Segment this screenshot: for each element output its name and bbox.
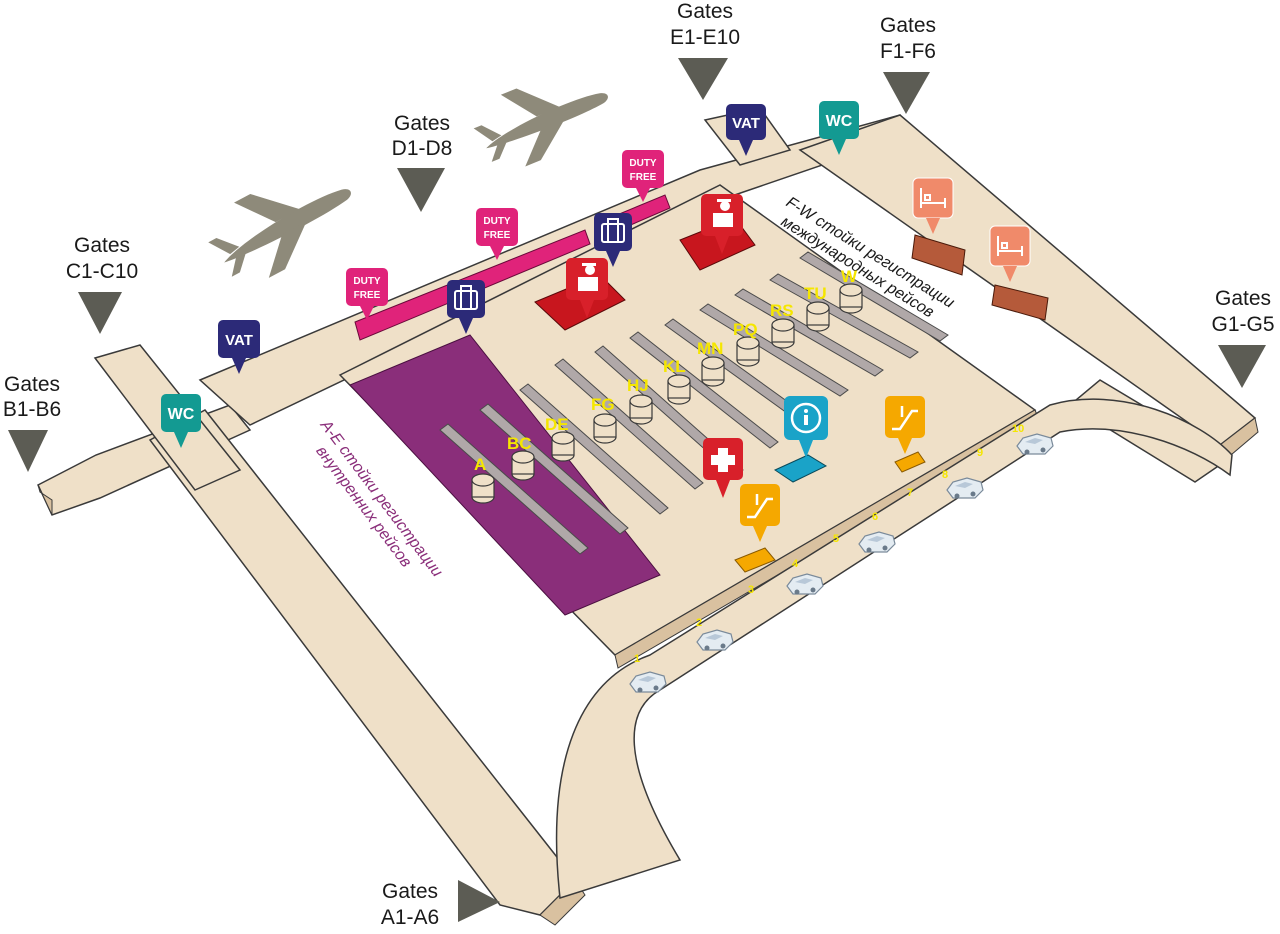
duty-free-marker[interactable]: DUTY FREE	[346, 268, 388, 320]
door-label-2: 2	[696, 617, 702, 629]
door-label-5: 5	[833, 533, 839, 545]
door-label-3: 3	[748, 584, 754, 596]
immigration-officer-icon	[713, 199, 733, 227]
duty-free-line1: DUTY	[629, 158, 657, 169]
counter-kiosks	[471, 283, 863, 504]
gate-g-line1: Gates	[1215, 287, 1271, 310]
gate-a-line1: Gates	[382, 880, 438, 903]
counter-label-rs: RS	[770, 301, 794, 320]
door-label-6: 6	[872, 511, 878, 523]
gate-g-line2: G1-G5	[1211, 313, 1274, 336]
escalator-marker[interactable]	[740, 484, 780, 542]
counter-label-hj: HJ	[627, 376, 649, 395]
gate-label-a: Gates A1-A6	[381, 880, 500, 929]
gate-e-line1: Gates	[677, 0, 733, 23]
door-label-4: 4	[792, 558, 799, 570]
counter-labels: A BC DE FG HJ KL MN PQ RS TU W	[474, 267, 858, 474]
luggage-marker[interactable]	[594, 213, 632, 267]
gate-d-line1: Gates	[394, 112, 450, 135]
gate-b-line2: B1-B6	[3, 398, 61, 421]
airplane-icon	[465, 57, 621, 180]
gate-label-b: Gates B1-B6	[3, 373, 61, 472]
duty-free-line2: FREE	[484, 230, 511, 241]
gate-label-g: Gates G1-G5	[1211, 287, 1275, 388]
counter-label-bc: BC	[507, 434, 532, 453]
gate-label-d: Gates D1-D8	[392, 112, 453, 212]
hotel-marker[interactable]	[912, 177, 954, 234]
bed-icon	[920, 188, 946, 208]
gate-c-line2: C1-C10	[66, 260, 138, 283]
duty-free-line2: FREE	[630, 172, 657, 183]
counter-label-mn: MN	[697, 339, 723, 358]
gate-f-line1: Gates	[880, 14, 936, 37]
wc-marker[interactable]: WC	[161, 394, 201, 448]
duty-free-marker[interactable]: DUTY FREE	[476, 208, 518, 260]
escalator-marker[interactable]	[885, 396, 925, 454]
facility-markers: VAT VAT WC WC DUTY FREE DUTY	[161, 101, 1031, 542]
wc-label: WC	[168, 406, 195, 423]
immigration-marker[interactable]	[566, 258, 608, 318]
gate-labels: Gates A1-A6 Gates B1-B6 Gates C1-C10 Gat…	[3, 0, 1275, 929]
door-label-10: 10	[1012, 423, 1024, 435]
escalator-icon	[892, 406, 918, 431]
door-label-7: 7	[907, 487, 913, 499]
gate-d-line2: D1-D8	[392, 137, 453, 160]
access-road	[555, 398, 1233, 899]
first-aid-cross-icon	[711, 448, 735, 472]
check-in-desks	[439, 251, 949, 555]
gate-label-e: Gates E1-E10	[670, 0, 740, 100]
counter-label-kl: KL	[663, 357, 686, 376]
counter-label-fg: FG	[591, 395, 615, 414]
vat-label: VAT	[732, 115, 760, 132]
vat-label: VAT	[225, 332, 253, 349]
duty-free-line1: DUTY	[353, 276, 381, 287]
counter-label-w: W	[841, 267, 858, 286]
information-desk	[773, 454, 828, 483]
escalator-icon	[747, 494, 773, 519]
immigration-officer-icon	[578, 263, 598, 291]
gate-f-line2: F1-F6	[880, 40, 936, 63]
wc-label: WC	[826, 113, 853, 130]
duty-free-line1: DUTY	[483, 216, 511, 227]
vat-marker[interactable]: VAT	[726, 104, 766, 156]
luggage-marker[interactable]	[447, 280, 485, 334]
gate-a-line2: A1-A6	[381, 906, 439, 929]
information-marker[interactable]	[784, 396, 828, 458]
door-label-8: 8	[942, 469, 948, 481]
immigration-marker[interactable]	[701, 194, 743, 254]
luggage-icon	[601, 218, 625, 243]
counter-label-a: A	[474, 455, 486, 474]
info-icon	[790, 402, 822, 434]
door-markers: 1 2 3 4 5 6 7 8 9 10	[629, 423, 1054, 694]
counter-label-tu: TU	[804, 284, 827, 303]
duty-free-line2: FREE	[354, 290, 381, 301]
hotel-blocks	[911, 234, 1049, 321]
gate-c-line1: Gates	[74, 234, 130, 257]
counter-label-de: DE	[545, 415, 569, 434]
luggage-icon	[454, 285, 478, 310]
gate-e-line2: E1-E10	[670, 26, 740, 49]
counter-label-pq: PQ	[733, 320, 758, 339]
door-label-1: 1	[634, 653, 640, 665]
first-aid-marker[interactable]	[703, 438, 743, 498]
gate-label-c: Gates C1-C10	[66, 234, 138, 334]
door-label-9: 9	[977, 447, 983, 459]
hotel-marker[interactable]	[989, 225, 1031, 282]
airplane-icon	[197, 151, 369, 296]
gate-b-line1: Gates	[4, 373, 60, 396]
gate-label-f: Gates F1-F6	[880, 14, 936, 114]
bed-icon	[997, 236, 1023, 256]
duty-free-marker[interactable]: DUTY FREE	[622, 150, 664, 202]
vat-marker[interactable]: VAT	[218, 320, 260, 374]
escalator-ramps	[734, 451, 926, 573]
wc-marker[interactable]: WC	[819, 101, 859, 155]
